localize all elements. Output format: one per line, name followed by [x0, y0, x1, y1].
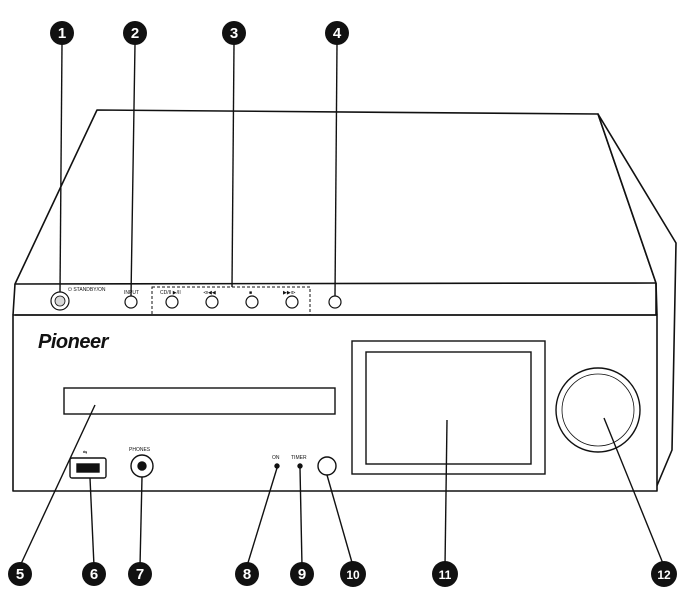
callouts: 1 2 3 4 5 6 7 8 9 10 11 12	[8, 21, 677, 587]
svg-text:3: 3	[230, 25, 238, 42]
timer-label: TIMER	[291, 455, 307, 461]
remote-sensor	[317, 456, 337, 476]
callout-6: 6	[82, 562, 106, 586]
callout-8: 8	[235, 562, 259, 586]
leader-line-2	[130, 43, 136, 297]
display-screen	[365, 351, 532, 465]
disc-slot[interactable]	[63, 387, 336, 415]
playback-buttons-group	[151, 286, 311, 316]
leader-line-8	[246, 467, 278, 567]
standby-button-inner	[54, 295, 66, 307]
usb-label: ⇆	[83, 450, 87, 456]
usb-port-inner	[76, 463, 100, 473]
callout-2: 2	[123, 21, 147, 45]
control-button-4[interactable]	[328, 295, 342, 309]
leader-line-10	[326, 474, 354, 567]
top-controls: ⏻ STANDBY/ON INPUT CD/II ▶/II ⧏◀◀ ■ ▶▶⧐	[50, 286, 342, 316]
leader-line-7	[139, 476, 143, 567]
skip-back-label: ⧏◀◀	[203, 290, 216, 296]
top-front-edge-right	[655, 282, 658, 316]
svg-text:7: 7	[136, 566, 144, 583]
leader-lines	[19, 43, 665, 567]
input-button[interactable]	[124, 295, 138, 309]
leader-line-3	[231, 43, 235, 288]
skip-forward-label: ▶▶⧐	[283, 290, 296, 296]
callout-3: 3	[222, 21, 246, 45]
volume-knob-inner	[561, 373, 635, 447]
leader-line-12	[603, 417, 665, 567]
standby-label: ⏻ STANDBY/ON	[68, 287, 106, 293]
leader-line-1	[59, 43, 63, 293]
svg-text:2: 2	[131, 25, 139, 42]
svg-text:10: 10	[346, 568, 360, 582]
svg-text:4: 4	[333, 25, 342, 42]
svg-text:8: 8	[243, 566, 251, 583]
phones-jack-inner	[137, 461, 147, 471]
play-pause-label: CD/II ▶/II	[160, 290, 181, 296]
timer-indicator	[297, 463, 303, 469]
callout-1: 1	[50, 21, 74, 45]
svg-text:11: 11	[439, 568, 452, 582]
svg-text:5: 5	[16, 566, 24, 583]
svg-text:1: 1	[58, 25, 66, 42]
stop-button[interactable]	[245, 295, 259, 309]
on-indicator	[274, 463, 280, 469]
pioneer-logo: Pioneer	[38, 331, 110, 353]
on-label: ON	[272, 455, 280, 461]
svg-text:6: 6	[90, 566, 98, 583]
callout-12: 12	[651, 561, 677, 587]
leader-line-4	[334, 43, 338, 297]
leader-line-6	[89, 477, 95, 567]
leader-line-5	[19, 404, 96, 567]
svg-text:9: 9	[298, 566, 306, 583]
skip-back-button[interactable]	[205, 295, 219, 309]
svg-text:12: 12	[657, 568, 671, 582]
callout-11: 11	[432, 561, 458, 587]
phones-label: PHONES	[129, 447, 151, 453]
callout-7: 7	[128, 562, 152, 586]
play-pause-button[interactable]	[165, 295, 179, 309]
front-components: ⇆ PHONES ON TIMER	[63, 340, 641, 479]
skip-forward-button[interactable]	[285, 295, 299, 309]
leader-line-9	[299, 467, 303, 567]
leader-line-11	[444, 419, 448, 567]
stop-label: ■	[249, 290, 252, 296]
callout-10: 10	[340, 561, 366, 587]
top-front-edge	[12, 283, 16, 316]
callout-4: 4	[325, 21, 349, 45]
callout-9: 9	[290, 562, 314, 586]
callout-5: 5	[8, 562, 32, 586]
